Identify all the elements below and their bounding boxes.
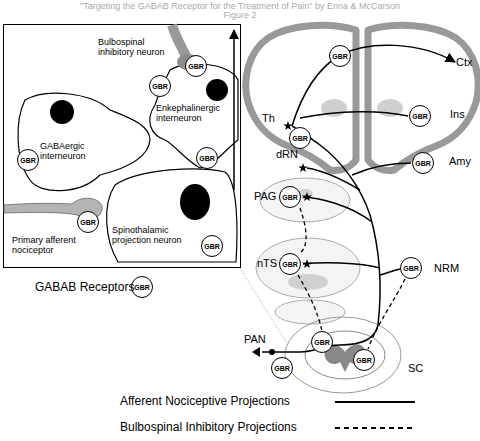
legend-text: Afferent Nociceptive Projections xyxy=(120,394,290,408)
region-label: Amy xyxy=(449,155,471,167)
spinothalamic-cell xyxy=(107,169,237,262)
afferent-branch xyxy=(300,112,408,118)
neuron-label: Enkephalinergic interneuron xyxy=(156,104,232,124)
ascending-arrow xyxy=(233,30,235,190)
bulbospinal-axon xyxy=(172,25,186,56)
receptor-circle: GBR xyxy=(311,331,333,353)
spinal-cord-ring xyxy=(285,317,401,393)
afferent-branch xyxy=(303,197,372,222)
gabaergic-cell xyxy=(18,93,150,191)
region-label: SC xyxy=(408,362,423,374)
receptor-label: GBR xyxy=(282,194,298,201)
neuron-label: GABAergic interneuron xyxy=(40,142,106,162)
pons-section xyxy=(256,238,360,298)
cell-nucleus xyxy=(206,79,228,101)
spinal-cord xyxy=(305,331,385,379)
receptor-label: GBR xyxy=(152,83,168,90)
left-hemisphere xyxy=(246,25,356,170)
afferent-pathway xyxy=(262,126,380,352)
legend-sample-line xyxy=(335,427,415,429)
region-label: Ins xyxy=(450,108,465,120)
enkephalinergic-cell xyxy=(150,64,238,168)
terminal-star xyxy=(298,163,308,172)
medulla-section xyxy=(275,300,345,324)
afferent-branch xyxy=(380,269,400,275)
bulbospinal-pathway xyxy=(298,275,322,331)
neuron-label: Primary afferent nociceptor xyxy=(12,236,86,256)
inset-frame xyxy=(4,25,241,268)
terminal-star xyxy=(283,121,293,130)
region-label: nTS xyxy=(257,257,277,269)
region-label: PAG xyxy=(254,190,276,202)
receptor-label: GBR xyxy=(332,53,348,60)
neuron-label: Spinothalamic projection neuron xyxy=(112,226,196,246)
receptor-circle: GBR xyxy=(412,152,434,174)
receptor-label: GBR xyxy=(134,284,150,291)
region-label: Th xyxy=(262,112,275,124)
receptor-circle: GBR xyxy=(329,45,351,67)
receptor-circle: GBR xyxy=(353,349,375,371)
ganglion-dot xyxy=(269,349,275,355)
receptor-label: GBR xyxy=(292,135,308,142)
right-hemisphere xyxy=(368,25,478,170)
bulbospinal-pathway xyxy=(300,208,306,253)
legend-sample-line xyxy=(335,401,415,403)
receptor-circle: GBR xyxy=(77,211,99,233)
receptor-circle: GBR xyxy=(289,127,311,149)
receptor-circle: GBR xyxy=(400,257,422,279)
cell-nucleus xyxy=(50,100,74,124)
receptor-circle: GBR xyxy=(409,105,431,127)
receptor-label: GBR xyxy=(403,265,419,272)
bulbospinal-pathway xyxy=(368,279,405,349)
receptor-label: GBR xyxy=(80,219,96,226)
terminal-star xyxy=(302,192,312,201)
legend-text: Bulbospinal Inhibitory Projections xyxy=(120,420,297,434)
receptor-circle: GBR xyxy=(271,357,293,379)
afferent-branch xyxy=(303,263,380,268)
neuron-label: Bulbospinal inhibitory neuron xyxy=(98,38,176,58)
region-label: dRN xyxy=(276,148,298,160)
receptor-circle: GBR xyxy=(17,149,39,171)
figure-title: "Targeting the GABAB Receptor for the Tr… xyxy=(0,1,480,11)
receptor-label: GBR xyxy=(274,365,290,372)
receptor-label: GBR xyxy=(415,160,431,167)
pons-nucleus xyxy=(288,274,328,290)
receptor-label: GBR xyxy=(188,63,204,70)
receptor-circle: GBR xyxy=(279,186,301,208)
receptor-circle: GBR xyxy=(279,253,301,275)
receptor-label: GBR xyxy=(20,157,36,164)
region-label: NRM xyxy=(434,262,459,274)
cell-nucleus xyxy=(180,184,210,220)
region-label: Ctx xyxy=(456,56,473,68)
receptor-label: GBR xyxy=(204,243,220,250)
figure-number: Figure 2 xyxy=(0,11,480,21)
receptor-label: GBR xyxy=(199,155,215,162)
afferent-ending xyxy=(252,347,260,357)
receptor-circle: GBR xyxy=(185,55,207,77)
afferent-branch xyxy=(307,168,360,190)
receptor-circle: GBR xyxy=(149,75,171,97)
receptor-circle: GBR xyxy=(201,235,223,257)
receptor-label: GBR xyxy=(282,261,298,268)
receptor-label: GBR xyxy=(356,357,372,364)
receptor-circle: GBR xyxy=(196,147,218,169)
afferent-branch xyxy=(352,163,411,175)
terminal-star xyxy=(302,259,312,268)
receptor-label: GBR xyxy=(314,339,330,346)
legend-text: GABAB Receptors xyxy=(35,280,134,294)
afferent-pathway xyxy=(292,45,455,126)
region-label: PAN xyxy=(244,333,266,345)
receptor-label: GBR xyxy=(412,113,428,120)
